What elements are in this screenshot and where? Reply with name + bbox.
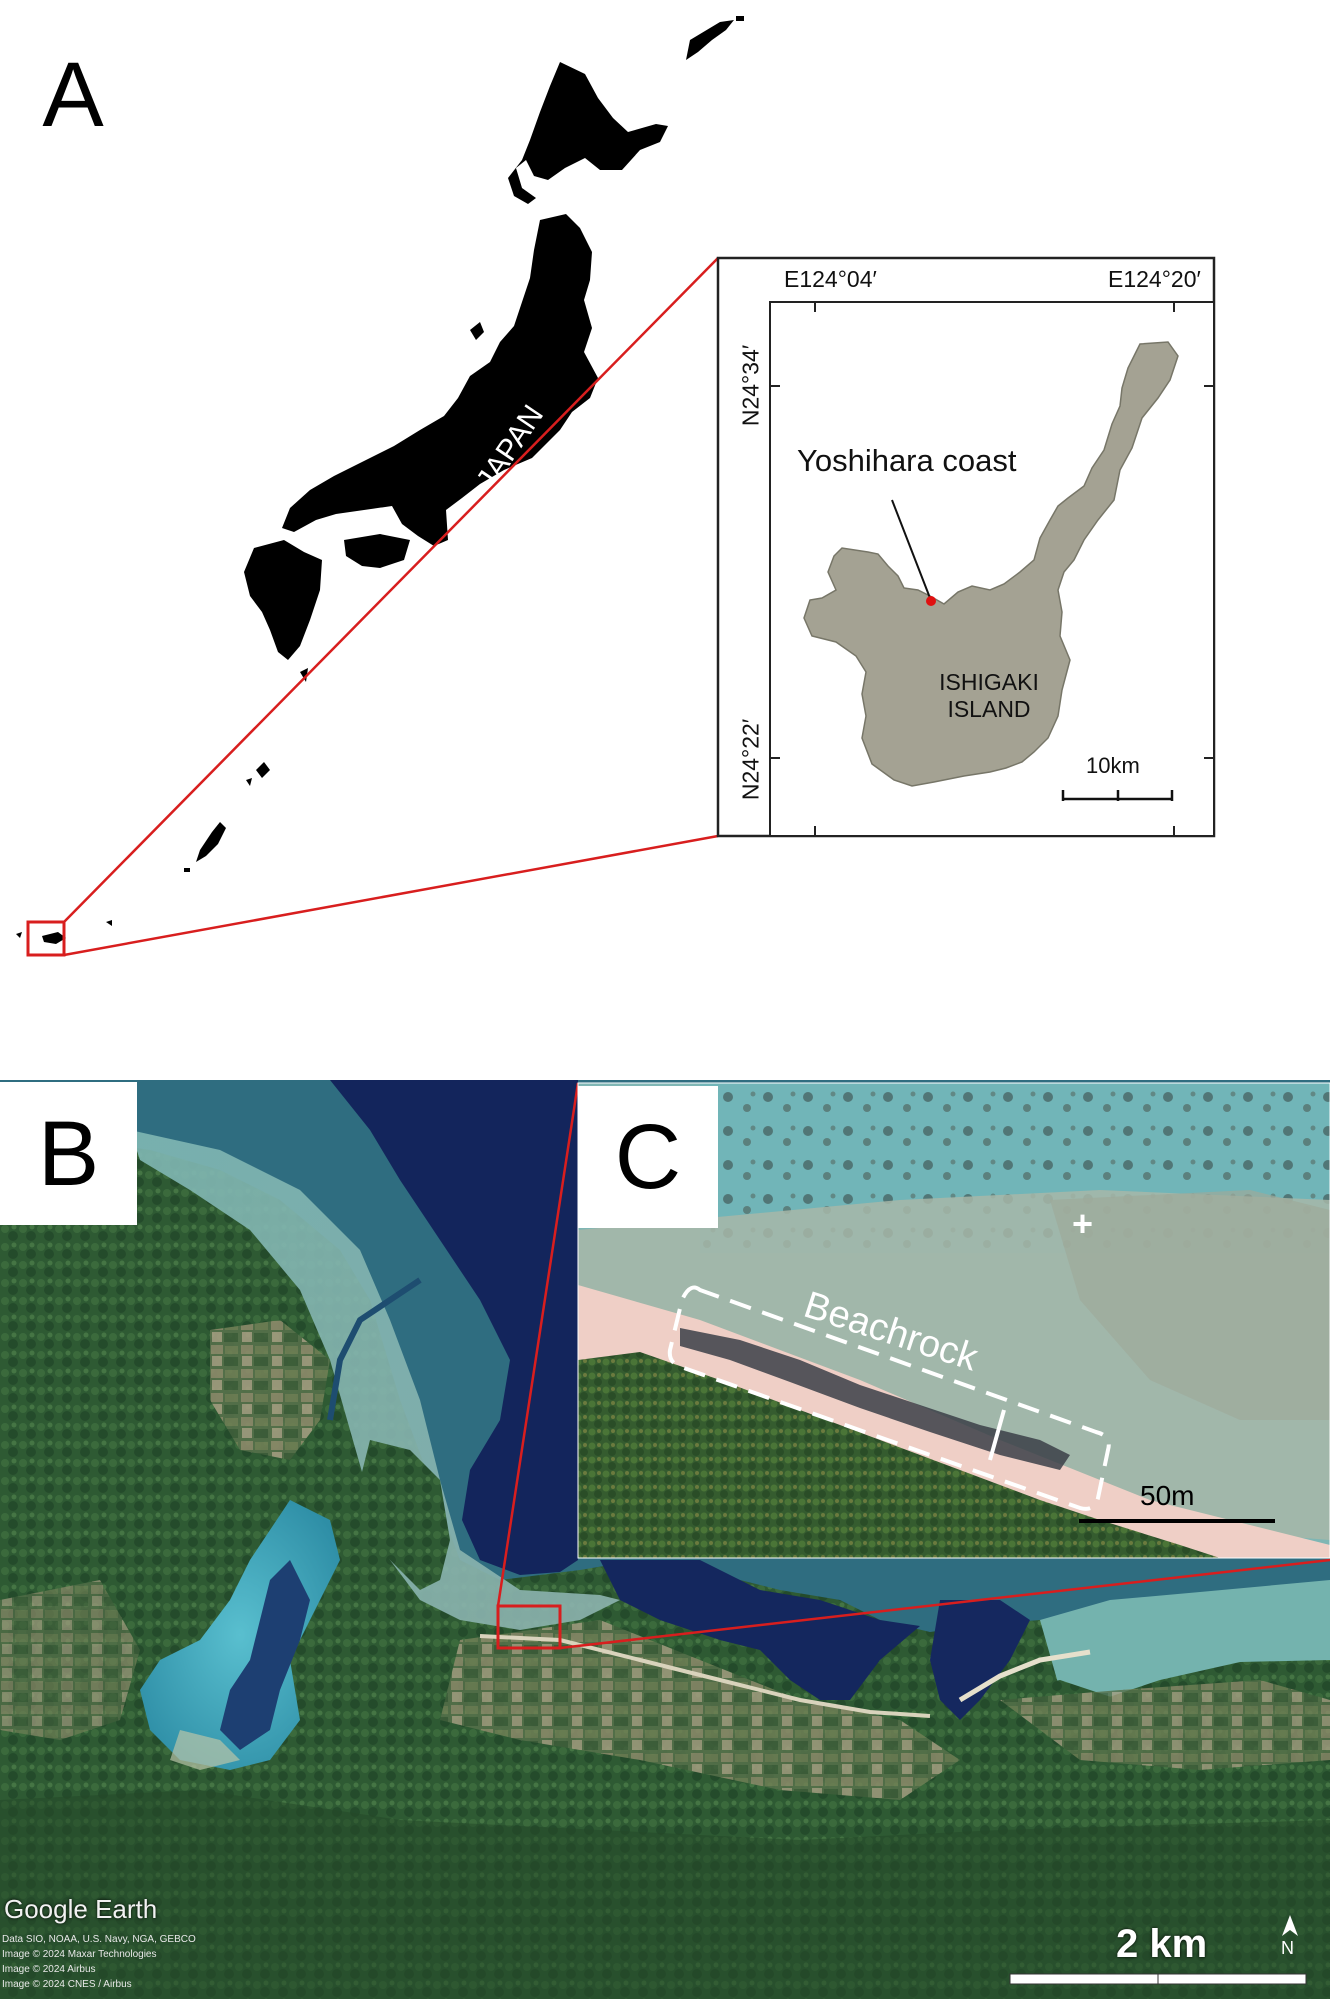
lat-label-north: N24°34′: [737, 344, 764, 427]
village-area: [210, 1320, 330, 1460]
panel-a: JAPAN: [16, 16, 1216, 957]
okinawa-islet: [184, 868, 190, 872]
sado-island: [470, 322, 484, 340]
scale-label-b: 2 km: [1116, 1922, 1208, 1966]
reference-marker: +: [1072, 1203, 1094, 1244]
shikoku-island: [344, 534, 410, 568]
site-label: Yoshihara coast: [797, 443, 1017, 478]
reef-shelf-east: [1040, 1580, 1330, 1700]
japan-silhouette: [16, 16, 744, 944]
peninsula-landmass: [360, 1440, 450, 1590]
site-dot: [926, 596, 936, 606]
callout-line-b-top: [496, 1082, 580, 1607]
inset-scale-bar: [1061, 790, 1174, 801]
panel-c: [578, 1083, 1330, 1558]
callout-line-a-top: [63, 257, 719, 923]
hokkaido-island: [508, 62, 668, 204]
panel-label-a: A: [42, 44, 104, 146]
tidal-channel: [327, 1277, 422, 1421]
google-earth-logo: Google Earth: [4, 1894, 158, 1924]
inset-c-sediment: [1050, 1190, 1330, 1420]
panel-label-b: B: [0, 1082, 137, 1225]
inset-c-border: [577, 1082, 1330, 1559]
inset-scale-label: 10km: [1086, 753, 1140, 778]
lon-label-east: E124°20′: [1108, 266, 1201, 292]
island-label-line2: ISLAND: [947, 696, 1031, 722]
farm-fields: [440, 1620, 960, 1800]
ishigaki-island: [803, 341, 1179, 787]
credit-line-4: Image © 2024 CNES / Airbus: [2, 1979, 132, 1990]
beach-east: [958, 1649, 1091, 1703]
kuril-islands: [686, 20, 734, 60]
north-label: N: [1281, 1938, 1294, 1958]
scale-label-c: 50m: [1140, 1480, 1195, 1511]
deep-bay: [600, 1560, 920, 1700]
beachrock-outcrop: [680, 1328, 1070, 1470]
farm-fields-west: [0, 1580, 140, 1740]
deep-bay-east: [930, 1600, 1030, 1720]
lagoon-sandbank: [170, 1730, 240, 1770]
north-arrow-icon: [1282, 1915, 1298, 1936]
panel-label-c: C: [578, 1086, 718, 1228]
credit-line-3: Image © 2024 Airbus: [2, 1964, 96, 1975]
tanegashima-island: [300, 668, 308, 682]
okinawa-island: [196, 822, 226, 862]
callout-box-b: [496, 1604, 562, 1650]
lagoon-deep: [220, 1560, 310, 1750]
kuril-islet: [736, 16, 744, 21]
site-leader-line: [891, 499, 931, 599]
inset-ticks: [770, 302, 1214, 836]
callout-box-a: [26, 920, 66, 957]
southern-hills: [0, 1790, 1330, 1999]
reef-shelf: [130, 1130, 620, 1630]
callout-line-a-bottom: [63, 834, 719, 957]
transect-line: [988, 1409, 1006, 1461]
honshu-island: [282, 214, 598, 546]
callout-line-b-bottom: [559, 1558, 1330, 1650]
credit-line-2: Image © 2024 Maxar Technologies: [2, 1949, 157, 1960]
island-label-line1: ISHIGAKI: [939, 669, 1039, 695]
farm-fields-east: [1000, 1680, 1330, 1770]
inset-c-forest: [578, 1352, 1220, 1558]
kyushu-island: [244, 540, 322, 660]
lon-label-west: E124°04′: [784, 266, 877, 292]
credit-line-1: Data SIO, NOAA, U.S. Navy, NGA, GEBCO: [2, 1934, 196, 1945]
beachrock-outline: [667, 1285, 1111, 1511]
lat-label-south: N24°22′: [737, 718, 764, 801]
amami-islands: [246, 762, 270, 786]
deep-water: [330, 1080, 578, 1575]
